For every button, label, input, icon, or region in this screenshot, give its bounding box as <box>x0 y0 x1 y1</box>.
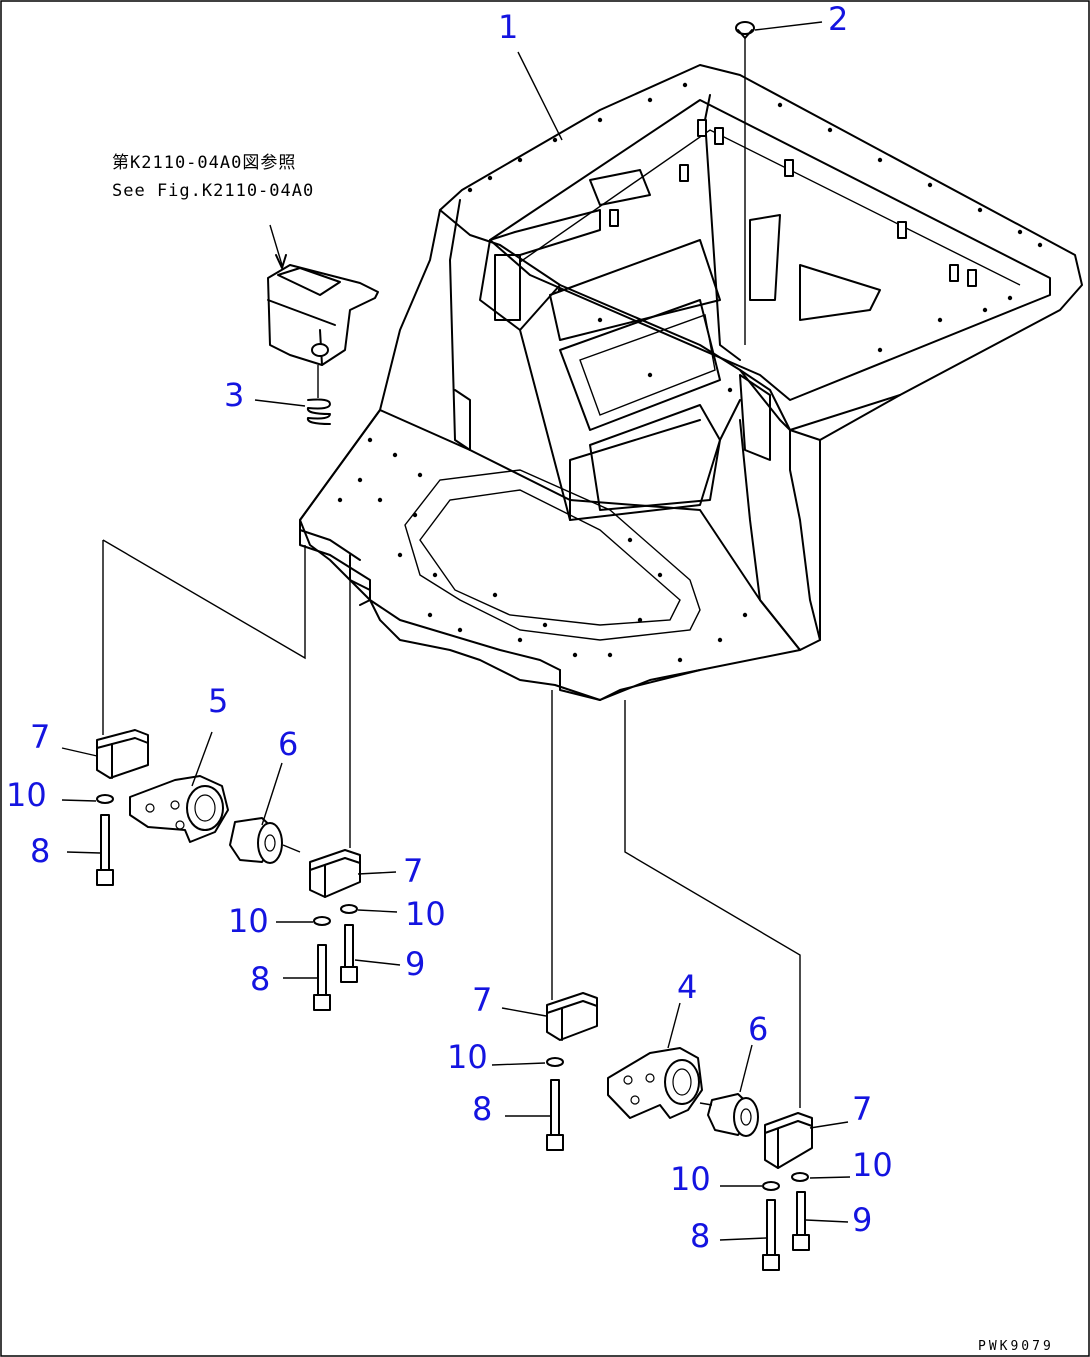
plug-part-2 <box>735 21 755 345</box>
callout-10b: 10 <box>228 902 269 940</box>
spring-part-3 <box>306 398 331 425</box>
callout-7b: 7 <box>403 852 423 890</box>
callout-9a: 9 <box>405 945 425 983</box>
callout-1: 1 <box>498 8 518 46</box>
callout-5: 5 <box>208 682 228 720</box>
callout-9b: 9 <box>852 1201 872 1239</box>
drawing-code: PWK9079 <box>978 1339 1054 1354</box>
callout-6b: 6 <box>748 1010 768 1048</box>
callout-8c: 8 <box>472 1090 492 1128</box>
callout-4: 4 <box>677 968 697 1006</box>
callout-8b: 8 <box>250 960 270 998</box>
callout-10a: 10 <box>6 776 47 814</box>
reference-note-english: See Fig.K2110-04A0 <box>112 181 314 201</box>
reference-note-japanese: 第K2110-04A0図参照 <box>112 153 296 173</box>
callout-7a: 7 <box>30 718 50 756</box>
callout-10e: 10 <box>670 1160 711 1198</box>
callout-leaders <box>61 21 851 1241</box>
callout-labels: 1 2 3 4 5 6 6 7 7 7 7 8 8 8 8 9 9 10 10 … <box>6 0 893 1255</box>
callout-3: 3 <box>224 376 244 414</box>
right-mount-assembly <box>546 690 813 1271</box>
callout-8a: 8 <box>30 832 50 870</box>
callout-6a: 6 <box>278 725 298 763</box>
reference-note: 第K2110-04A0図参照 See Fig.K2110-04A0 <box>112 153 314 201</box>
callout-10f: 10 <box>852 1146 893 1184</box>
left-mount-assembly <box>96 539 361 1011</box>
cab-floor-frame <box>299 64 1083 701</box>
callout-10c: 10 <box>405 895 446 933</box>
callout-10d: 10 <box>447 1038 488 1076</box>
callout-8d: 8 <box>690 1217 710 1255</box>
callout-7c: 7 <box>472 981 492 1019</box>
callout-7d: 7 <box>852 1090 872 1128</box>
callout-2: 2 <box>828 0 848 38</box>
reference-box-assembly <box>267 224 379 398</box>
